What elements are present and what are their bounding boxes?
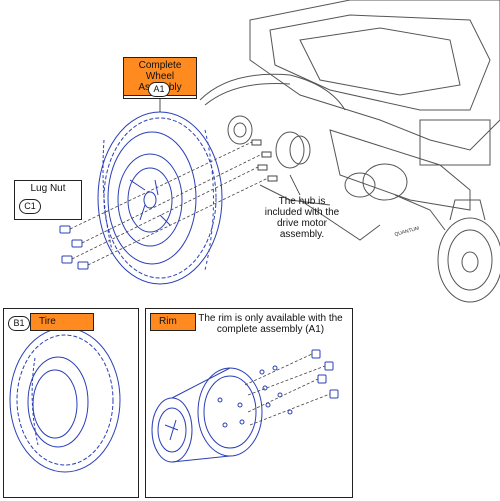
rim-drawing: [151, 367, 263, 463]
rim-title: Rim: [150, 313, 196, 331]
part-tag-a1: A1: [148, 82, 170, 97]
lug-nut-title: Lug Nut: [30, 183, 66, 194]
tire-panel: [3, 308, 139, 498]
chair-chassis: [199, 0, 500, 303]
hub-note: The hub is included with the drive motor…: [264, 196, 340, 240]
part-tag-b1: B1: [8, 316, 30, 331]
tire-title: Tire: [30, 313, 94, 331]
assembly-leader-lines: [69, 141, 269, 266]
lug-nuts-drawing: [59, 225, 89, 270]
hub-bolts: [251, 139, 278, 182]
part-tag-c1: C1: [19, 199, 41, 214]
rim-note: The rim is only available with the compl…: [198, 313, 343, 335]
brand-label: QUANTUM: [394, 226, 420, 238]
rim-leader-lines: [244, 353, 331, 426]
complete-wheel-drawing: [97, 111, 223, 285]
rim-panel: [145, 308, 353, 498]
hub-leader: [289, 174, 301, 196]
